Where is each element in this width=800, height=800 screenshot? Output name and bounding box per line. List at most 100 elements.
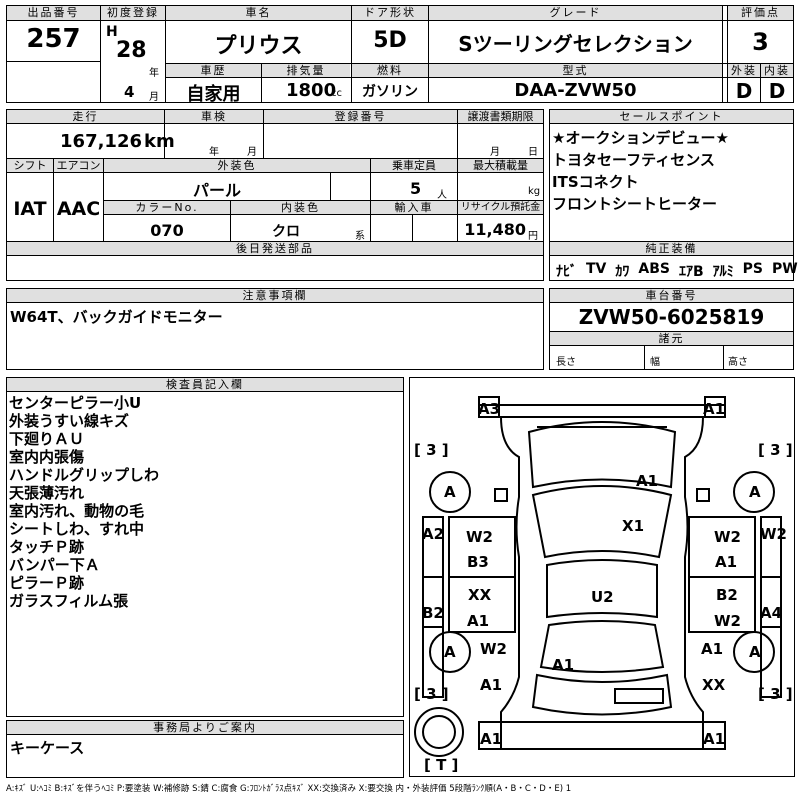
inspector-notes: センターピラー小U 外装うすい線キズ 下廻りＡＵ 室内内張傷 ハンドルグリップし… xyxy=(9,394,159,610)
inspector-label: 検査員記入欄 xyxy=(7,378,403,391)
sales-point-2: トヨタセーフティセンス xyxy=(552,151,715,169)
mark-left-rear-2: A1 xyxy=(480,676,503,694)
mark-right-rear-1: A1 xyxy=(701,640,724,658)
exterior-score: D xyxy=(735,79,753,103)
inspection-month-unit: 月 xyxy=(247,147,257,158)
color-label: 外装色 xyxy=(104,159,370,172)
notes-label: 注意事項欄 xyxy=(7,289,543,302)
int-color-label: 内装色 xyxy=(231,201,370,214)
office-label: 事務局よりご案内 xyxy=(7,721,403,734)
transfer-label: 譲渡書類期限 xyxy=(458,110,543,123)
first-reg-month: 4 xyxy=(124,83,135,101)
mark-front-left: A3 xyxy=(478,400,501,418)
mark-right-rear-door-2: W2 xyxy=(714,612,741,630)
chassis-block xyxy=(549,288,794,370)
exterior-color: パール xyxy=(192,181,241,200)
chassis-label: 車台番号 xyxy=(550,289,793,302)
equip-tv: TV xyxy=(586,261,607,277)
grade-label: グレード xyxy=(429,6,722,20)
color-no: 070 xyxy=(150,221,184,240)
damage-diagram xyxy=(409,377,795,777)
recycle-label: リサイクル預託金 xyxy=(458,201,543,214)
inspector-line: センターピラー小U xyxy=(9,394,142,412)
ac: AAC xyxy=(56,198,101,220)
notes-block xyxy=(6,288,544,370)
mark-left-front-door-2: B3 xyxy=(467,553,489,571)
inspector-line: 天張薄汚れ xyxy=(9,484,85,502)
int-color-unit: 系 xyxy=(355,231,365,242)
spec-height: 高さ xyxy=(728,357,748,368)
inspection-label: 車検 xyxy=(165,110,263,123)
sales-point-1: ★オークションデビュー★ xyxy=(552,129,729,147)
reg-no-label: 登録番号 xyxy=(264,110,457,123)
sales-block xyxy=(549,109,794,281)
inspector-line: ピラーＰ跡 xyxy=(9,574,85,592)
inspector-line: ガラスフィルム張 xyxy=(9,592,129,610)
history-label: 車歴 xyxy=(166,64,261,77)
interior-score: D xyxy=(768,79,786,103)
inspector-line: 外装うすい線キズ xyxy=(9,412,130,430)
equip-airbag: ｴｱB xyxy=(678,264,704,280)
office-text: キーケース xyxy=(10,739,85,757)
lot-no-label: 出品番号 xyxy=(7,6,100,20)
mark-right-rear-2: XX xyxy=(702,676,726,694)
score-label: 評価点 xyxy=(728,6,793,20)
displacement: 1800 xyxy=(286,80,337,101)
door-type: 5D xyxy=(373,28,407,53)
equip-navi: ﾅﾋﾞ xyxy=(556,264,577,280)
door-label: ドア形状 xyxy=(352,6,428,20)
inspection-year-unit: 年 xyxy=(209,147,219,158)
equip-ps: PS xyxy=(742,261,763,277)
fuel-label: 燃料 xyxy=(352,64,428,77)
equip-leather: ｶﾜ xyxy=(615,264,630,280)
mark-front-right: A1 xyxy=(703,400,726,418)
capacity-label: 乗車定員 xyxy=(371,159,457,172)
bracket-front-left: [ 3 ] xyxy=(414,441,449,459)
transfer-day: 日 xyxy=(528,147,538,158)
first-reg-label: 初度登録 xyxy=(101,6,165,20)
month-unit: 月 xyxy=(149,92,159,103)
bracket-front-right: [ 3 ] xyxy=(758,441,793,459)
inspector-line: シートしわ、すれ中 xyxy=(9,520,145,538)
inspector-line: 下廻りＡＵ xyxy=(9,430,85,448)
inspector-line: 室内汚れ、動物の毛 xyxy=(9,502,145,520)
mileage-unit: km xyxy=(144,131,175,152)
sales-point-3: ITSコネクト xyxy=(552,173,639,191)
displacement-label: 排気量 xyxy=(262,64,350,77)
mark-right-rear-door-1: B2 xyxy=(716,586,738,604)
first-reg-year: 28 xyxy=(116,38,147,63)
damage-legend: A:ｷｽﾞ U:ﾍｺﾐ B:ｷｽﾞを伴うﾍｺﾐ P:要塗装 W:補修跡 S:錆 … xyxy=(6,784,572,794)
mark-hood: A1 xyxy=(636,472,659,490)
mileage-label: 走行 xyxy=(7,110,164,123)
import-label: 輸入車 xyxy=(371,201,457,214)
type: DAA-ZVW50 xyxy=(514,80,637,101)
bracket-spare: [ T ] xyxy=(424,756,459,774)
equip-abs: ABS xyxy=(638,261,670,277)
mark-windshield: X1 xyxy=(622,517,645,535)
inspector-line: 室内内張傷 xyxy=(9,448,85,466)
equip-pw: PW xyxy=(772,261,798,277)
transfer-month: 月 xyxy=(490,147,500,158)
capacity-unit: 人 xyxy=(437,190,447,201)
shift: IAT xyxy=(13,198,47,220)
mark-left-rear-door-2: A1 xyxy=(467,612,490,630)
year-unit: 年 xyxy=(149,68,159,79)
header-block xyxy=(6,5,794,103)
mark-left-rear-1: W2 xyxy=(480,640,507,658)
equip-label: 純正装備 xyxy=(550,242,793,255)
recycle-unit: 円 xyxy=(528,231,538,242)
tire-front-left: A xyxy=(444,483,456,501)
load-label: 最大積載量 xyxy=(458,159,543,172)
mark-left-quarter: B2 xyxy=(422,604,444,622)
chassis-number: ZVW50-6025819 xyxy=(578,305,765,329)
fuel: ガソリン xyxy=(362,84,418,100)
era: H xyxy=(106,24,118,40)
spec-block xyxy=(6,109,544,281)
recycle-fee: 11,480 xyxy=(464,220,526,239)
car-outline xyxy=(414,396,782,757)
history: 自家用 xyxy=(186,84,241,105)
tire-rear-right: A xyxy=(749,643,761,661)
equipment-list: ﾅﾋﾞ TV ｶﾜ ABS ｴｱB ｱﾙﾐ PS PW xyxy=(556,261,798,281)
mark-left-rear-door-1: XX xyxy=(468,586,492,604)
mark-right-fender: W2 xyxy=(760,525,787,543)
